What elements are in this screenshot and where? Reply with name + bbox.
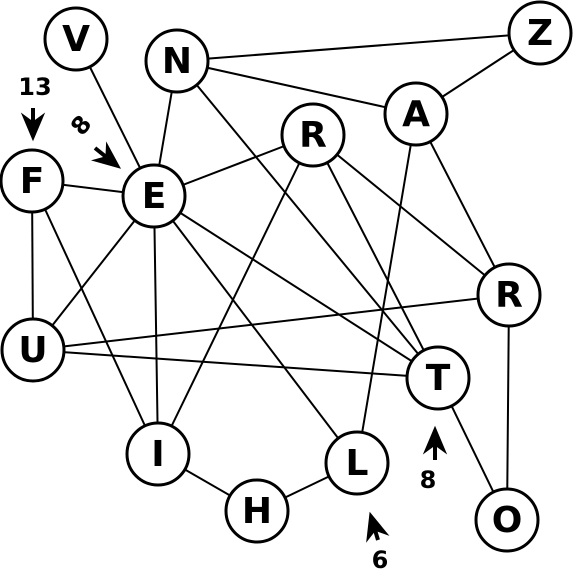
arrow-shaft bbox=[373, 529, 380, 541]
node-z: Z bbox=[507, 0, 573, 66]
clue-f: 13 bbox=[18, 73, 52, 142]
node-label: U bbox=[18, 330, 47, 371]
edge-e-u bbox=[32, 195, 155, 351]
node-circle bbox=[0, 317, 66, 383]
clue-l: 6 bbox=[366, 511, 390, 574]
node-u: U bbox=[0, 317, 66, 383]
node-r2: R bbox=[476, 262, 542, 328]
nodes-layer: V N Z A R F E R U T I L H O bbox=[0, 0, 573, 553]
node-circle bbox=[474, 487, 540, 553]
edge-e-t bbox=[153, 195, 439, 379]
clue-t: 8 bbox=[420, 425, 448, 494]
clue-number: 8 bbox=[65, 110, 97, 141]
clue-number: 6 bbox=[372, 546, 389, 574]
edge-n-t bbox=[176, 60, 439, 379]
arrow-icon bbox=[20, 112, 46, 142]
arrow-icon bbox=[90, 141, 122, 169]
edge-a-r2 bbox=[415, 113, 510, 296]
edge-r1-t bbox=[312, 134, 439, 379]
node-o: O bbox=[474, 487, 540, 553]
node-circle bbox=[224, 478, 290, 544]
node-label: O bbox=[492, 500, 523, 541]
edge-r1-i bbox=[157, 134, 314, 455]
node-circle bbox=[280, 102, 346, 168]
node-label: L bbox=[346, 443, 369, 484]
clue-number: 13 bbox=[18, 73, 51, 101]
arrow-icon bbox=[366, 511, 390, 543]
node-h: H bbox=[224, 478, 290, 544]
arrow-icon bbox=[422, 425, 448, 455]
node-label: N bbox=[162, 41, 192, 82]
node-circle bbox=[383, 81, 449, 147]
node-v: V bbox=[43, 6, 109, 72]
node-circle bbox=[125, 421, 191, 487]
node-label: R bbox=[299, 115, 327, 156]
edge-n-z bbox=[176, 32, 541, 62]
node-circle bbox=[121, 163, 187, 229]
node-label: F bbox=[20, 161, 45, 202]
edge-r2-o bbox=[506, 294, 510, 521]
node-label: Z bbox=[527, 13, 553, 54]
node-a: A bbox=[383, 81, 449, 147]
node-e: E bbox=[121, 163, 187, 229]
edge-u-t bbox=[32, 349, 439, 379]
node-t: T bbox=[405, 345, 471, 411]
node-i: I bbox=[125, 421, 191, 487]
node-circle bbox=[0, 148, 65, 214]
node-label: I bbox=[151, 434, 164, 475]
edge-f-i bbox=[31, 180, 159, 455]
node-label: E bbox=[142, 176, 167, 217]
node-label: H bbox=[242, 491, 272, 532]
edges-layer bbox=[31, 32, 541, 521]
clue-number: 8 bbox=[420, 466, 437, 494]
node-label: T bbox=[426, 358, 451, 399]
edge-n-a bbox=[176, 60, 417, 115]
edge-e-i bbox=[153, 195, 159, 455]
node-label: R bbox=[495, 275, 523, 316]
clue-e: 8 bbox=[65, 110, 122, 169]
node-circle bbox=[43, 6, 109, 72]
node-circle bbox=[507, 0, 573, 66]
node-circle bbox=[405, 345, 471, 411]
node-r1: R bbox=[280, 102, 346, 168]
node-f: F bbox=[0, 148, 65, 214]
node-l: L bbox=[324, 430, 390, 496]
arrow-shaft bbox=[93, 146, 108, 159]
node-circle bbox=[324, 430, 390, 496]
node-label: A bbox=[402, 94, 430, 135]
node-circle bbox=[144, 28, 210, 94]
node-circle bbox=[476, 262, 542, 328]
edge-e-l bbox=[153, 195, 358, 464]
edge-u-r2 bbox=[32, 294, 510, 351]
node-label: V bbox=[62, 19, 90, 60]
edge-a-l bbox=[356, 113, 417, 464]
node-n: N bbox=[144, 28, 210, 94]
edge-r1-r2 bbox=[312, 134, 510, 296]
